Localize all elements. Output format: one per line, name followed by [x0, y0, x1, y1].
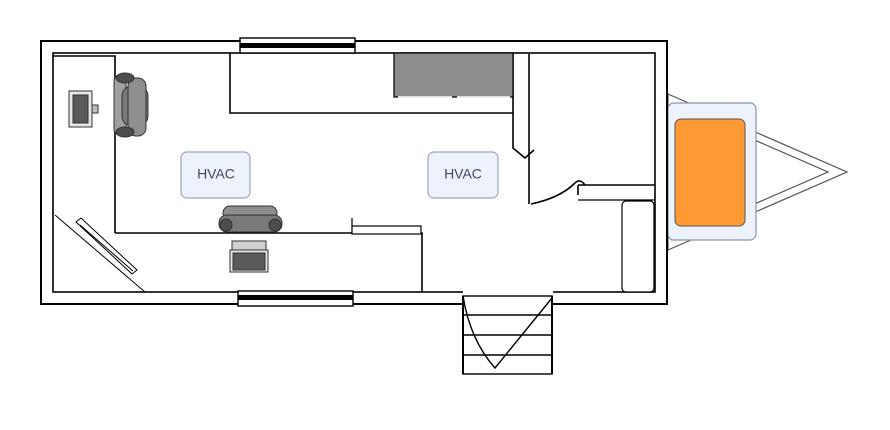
hvac-label: HVAC	[444, 166, 482, 182]
laptop-icon	[68, 90, 99, 128]
corner-shelf	[54, 214, 146, 293]
kitchen-counter	[229, 52, 514, 114]
window-bottom	[237, 290, 354, 307]
bathroom-vanity	[578, 199, 655, 293]
laptop-icon	[229, 240, 269, 273]
office-chair-icon	[218, 205, 283, 233]
hvac-unit: HVAC	[427, 151, 499, 199]
propane-tank-icon	[667, 102, 757, 241]
left-desk	[53, 55, 116, 233]
hvac-unit: HVAC	[180, 151, 251, 199]
office-chair-icon	[113, 72, 149, 138]
entry-steps	[462, 295, 553, 375]
bathroom-walls	[512, 54, 655, 205]
window-top	[239, 37, 356, 54]
hvac-label: HVAC	[197, 166, 235, 182]
bottom-counter	[115, 218, 423, 292]
